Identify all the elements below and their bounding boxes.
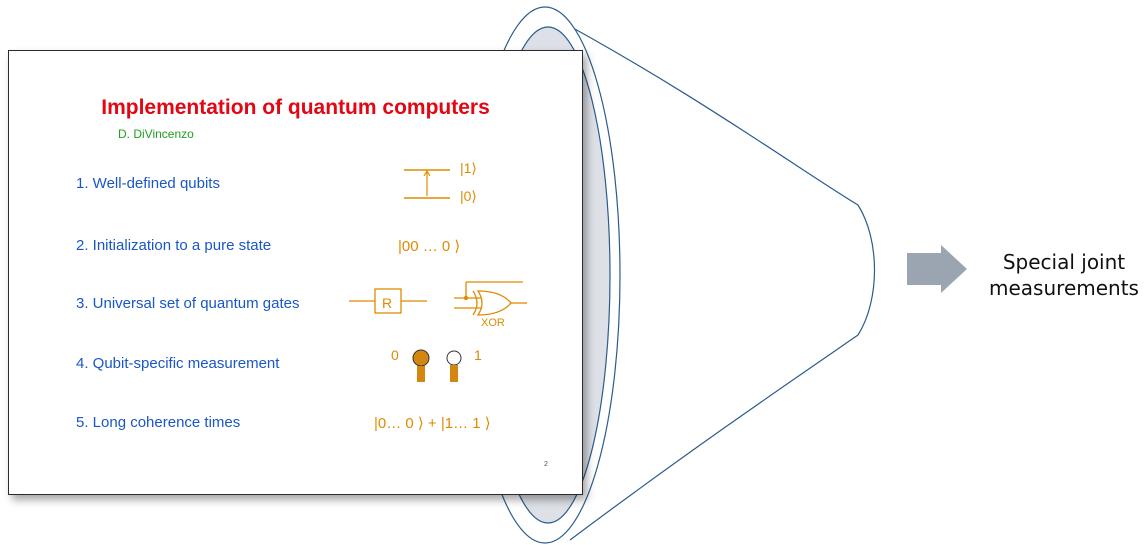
xor-gate-icon <box>454 281 527 316</box>
coherence-state: |0… 0 ⟩ + |1… 1 ⟩ <box>374 415 491 432</box>
slide-title: Implementation of quantum computers <box>101 96 490 119</box>
init-state: |00 … 0 ⟩ <box>398 238 461 255</box>
r-gate-label: R <box>382 295 393 311</box>
measure-one-label: 1 <box>474 347 482 363</box>
side-label-line-1: Special joint <box>1002 250 1126 274</box>
ket-zero: |0⟩ <box>460 188 477 204</box>
slide-page-number: 2 <box>544 461 548 468</box>
criterion-2: 2. Initialization to a pure state <box>76 237 272 254</box>
measure-zero-label: 0 <box>391 347 399 363</box>
lecture-slide: Implementation of quantum computers D. D… <box>8 50 583 495</box>
measurement-icon <box>412 349 462 382</box>
criterion-1: 1. Well-defined qubits <box>76 175 220 192</box>
criterion-3: 3. Universal set of quantum gates <box>76 295 300 312</box>
r-gate-icon <box>349 288 427 314</box>
side-label-line-2: measurements <box>989 276 1139 300</box>
ket-one: |1⟩ <box>460 160 477 176</box>
energy-levels-icon <box>404 169 450 199</box>
xor-gate-label: XOR <box>481 317 505 329</box>
side-label: Special joint measurements <box>985 249 1143 301</box>
criterion-4: 4. Qubit-specific measurement <box>76 355 280 372</box>
right-arrow-icon <box>907 245 967 293</box>
criterion-5: 5. Long coherence times <box>76 414 241 431</box>
slide-author: D. DiVincenzo <box>118 127 194 141</box>
